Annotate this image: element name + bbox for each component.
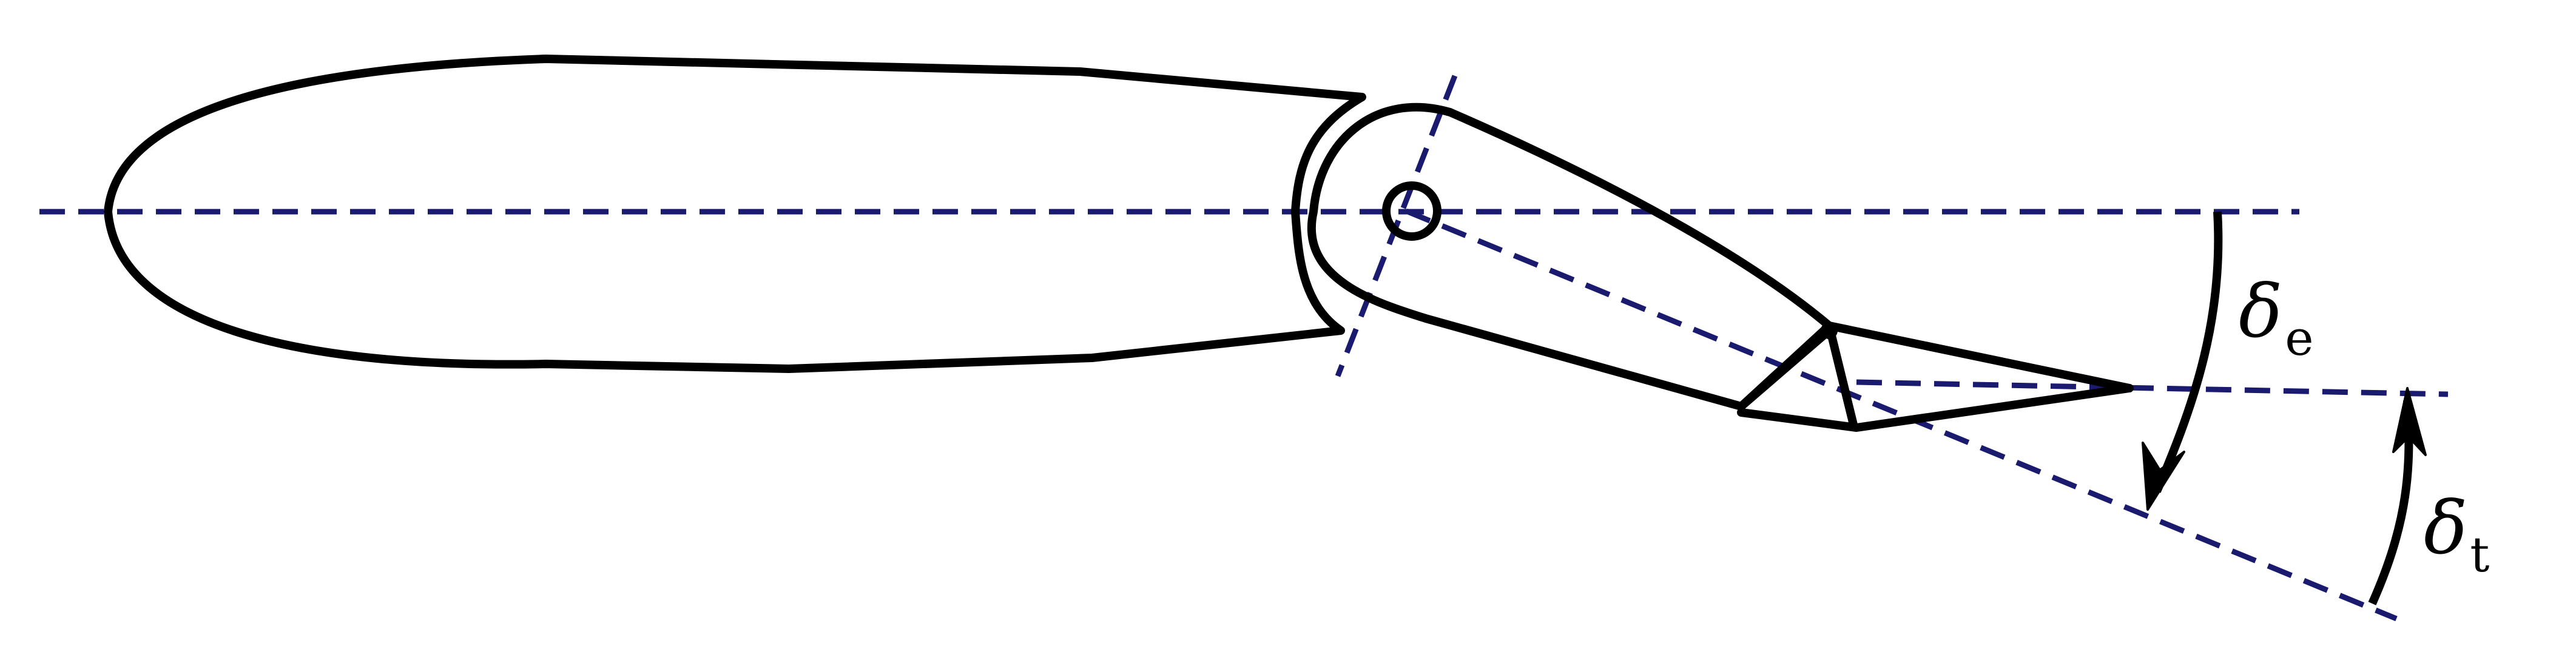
tab-brace <box>1737 326 1833 411</box>
elevator-angle-label: δe <box>2239 270 2314 366</box>
tab-angle-arrowhead <box>2392 387 2427 456</box>
tab-link-rod <box>1825 321 1858 429</box>
stabilizer-outline <box>104 55 1366 373</box>
elevator-angle-arrowhead <box>2142 442 2185 511</box>
tab-chord-line <box>1856 379 2449 397</box>
elevator-angle-arc <box>2153 211 2223 493</box>
tab-angle-label: δt <box>2424 486 2489 583</box>
elevator-chord-line <box>1405 208 2398 622</box>
trim-tab-outline <box>1737 321 2134 432</box>
hinge-ring <box>1382 181 1441 241</box>
tab-hinge-point <box>1821 322 1838 339</box>
elevator-outline <box>1307 103 1833 411</box>
